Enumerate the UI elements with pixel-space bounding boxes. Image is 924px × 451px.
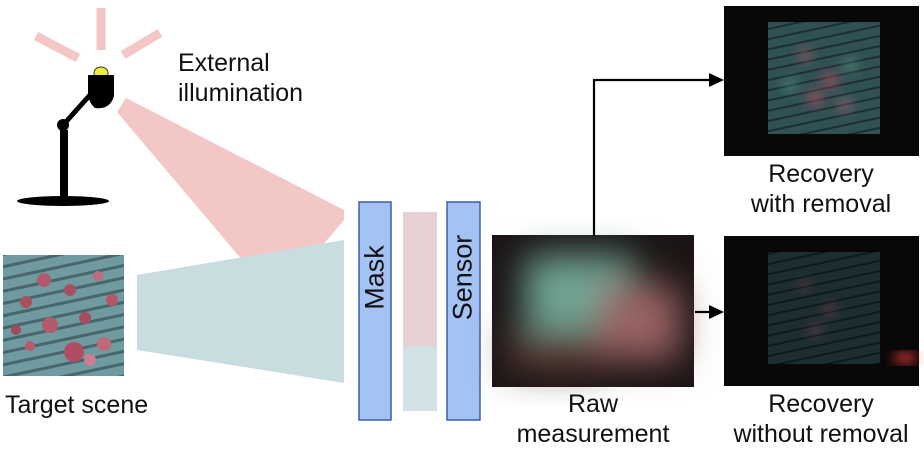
recovery-without-removal-label: Recovery without removal — [733, 390, 909, 448]
raw-measurement-image — [492, 235, 694, 387]
filter-strip — [403, 212, 437, 411]
mask-panel — [358, 201, 392, 421]
sensor-label: Sensor — [447, 234, 478, 321]
recovery-without-removal-image — [724, 236, 919, 386]
sensor-panel — [446, 201, 481, 421]
scene-cone — [137, 240, 344, 383]
recovery-with-removal-label: Recovery with removal — [750, 160, 892, 218]
recovery-with-removal-image — [724, 6, 919, 156]
target-scene-label: Target scene — [5, 391, 149, 419]
desk-lamp-icon — [17, 66, 114, 206]
arrowhead-without-removal — [709, 305, 724, 319]
target-scene-image — [3, 255, 124, 376]
light-rays — [33, 8, 163, 62]
illumination-beam — [117, 98, 344, 300]
external-illumination-label: External illumination — [178, 49, 304, 107]
mask-label: Mask — [359, 245, 390, 310]
raw-measurement-label: Raw measurement — [516, 390, 670, 448]
arrowhead-with-removal — [709, 73, 724, 87]
